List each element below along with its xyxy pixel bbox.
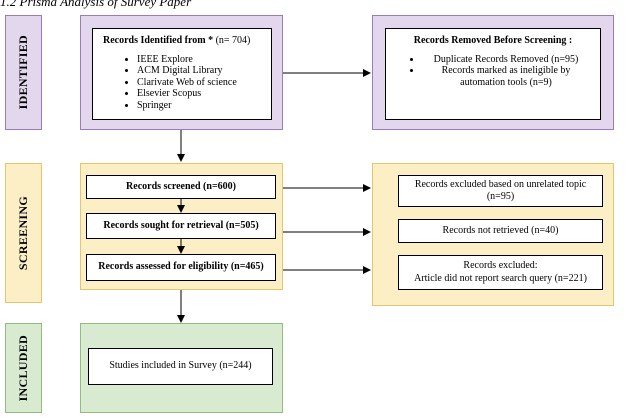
source-item: IEEE Explore <box>137 54 261 66</box>
excluded-topic-box: Records excluded based on unrelated topi… <box>398 175 603 207</box>
records-removed-box: Records Removed Before Screening : Dupli… <box>385 28 601 120</box>
excluded-no-query-line1: Records excluded: <box>463 260 538 271</box>
excluded-no-query-line2: Article did not report search query (n=2… <box>414 272 587 284</box>
records-screened-box: Records screened (n=600) <box>86 175 276 199</box>
source-item: Clarivate Web of science <box>137 77 261 89</box>
source-item: Elsevier Scopus <box>137 88 261 100</box>
not-retrieved-box: Records not retrieved (n=40) <box>398 219 603 243</box>
stage-screening: SCREENING <box>5 163 42 303</box>
stage-identified: IDENTIFIED <box>5 15 42 130</box>
removed-item: Duplicate Records Removed (n=95) <box>422 54 590 66</box>
removed-list: Duplicate Records Removed (n=95) Records… <box>396 54 590 89</box>
stage-included: INCLUDED <box>5 323 42 413</box>
figure-caption: 1.2 Prisma Analysis of Survey Paper <box>0 0 192 9</box>
excluded-no-query-box: Records excluded: Article did not report… <box>398 255 603 290</box>
removed-item: Records marked as ineligible by automati… <box>422 65 590 88</box>
records-sought-box: Records sought for retrieval (n=505) <box>86 213 276 239</box>
source-list: IEEE Explore ACM Digital Library Clariva… <box>103 54 261 112</box>
source-item: ACM Digital Library <box>137 65 261 77</box>
studies-included-box: Studies included in Survey (n=244) <box>88 348 273 385</box>
records-identified-title: Records Identified from * (n= 704) <box>103 35 251 46</box>
records-assessed-box: Records assessed for eligibility (n=465) <box>86 254 276 281</box>
records-identified-count: (n= 704) <box>215 35 251 46</box>
records-identified-box: Records Identified from * (n= 704) IEEE … <box>92 28 272 120</box>
source-item: Springer <box>137 100 261 112</box>
records-removed-title: Records Removed Before Screening : <box>413 35 573 46</box>
